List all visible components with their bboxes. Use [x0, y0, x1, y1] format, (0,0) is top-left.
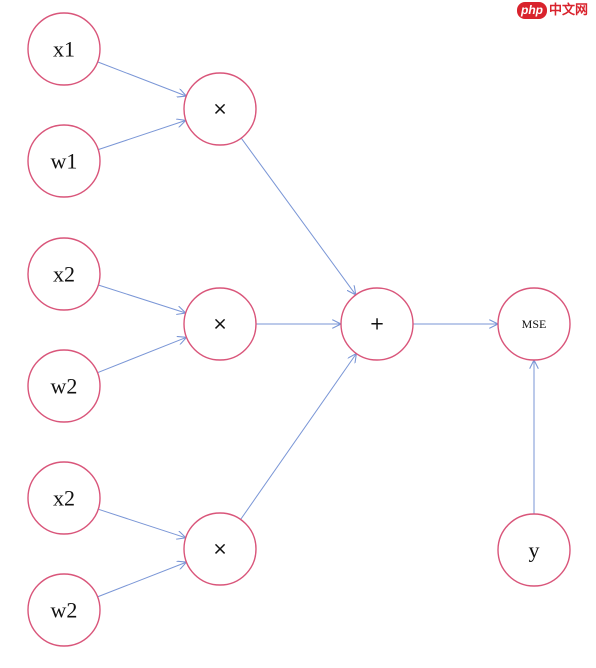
edge-mul3-to-add: [240, 354, 357, 520]
site-watermark: php 中文网: [516, 2, 588, 19]
node-label-add: +: [369, 314, 384, 335]
node-mul3: ×: [183, 512, 257, 586]
node-label-mul3: ×: [212, 539, 227, 560]
node-w2a: w2: [27, 349, 101, 423]
edges-layer: [97, 61, 535, 598]
edge-mul1-to-add: [240, 137, 356, 295]
node-circle-mul3: [183, 512, 257, 586]
edge-w2b-to-mul3: [97, 562, 187, 598]
node-w1: w1: [27, 124, 101, 198]
node-x2b: x2: [27, 461, 101, 535]
node-circle-w2a: [27, 349, 101, 423]
nodes-layer: x1 w1 x2 w2 x2 w2 × × × + MSE y: [27, 12, 571, 647]
node-label-x2a: x2: [53, 262, 75, 287]
node-label-w1: w1: [51, 149, 78, 174]
node-circle-w2b: [27, 573, 101, 647]
node-circle-x1: [27, 12, 101, 86]
node-add: +: [340, 287, 414, 361]
node-circle-add: [340, 287, 414, 361]
node-mul1: ×: [183, 72, 257, 146]
node-w2b: w2: [27, 573, 101, 647]
node-circle-x2b: [27, 461, 101, 535]
node-circle-x2a: [27, 237, 101, 311]
node-label-mul1: ×: [212, 99, 227, 120]
edge-x1-to-mul1: [97, 61, 187, 96]
node-circle-y: [497, 513, 571, 587]
edge-x2b-to-mul3: [98, 508, 186, 538]
edge-w2a-to-mul2: [97, 337, 187, 374]
node-x1: x1: [27, 12, 101, 86]
node-circle-mul2: [183, 287, 257, 361]
watermark-text: 中文网: [548, 2, 588, 18]
node-label-y: y: [529, 538, 540, 563]
watermark-logo: php: [516, 2, 547, 19]
node-y: y: [497, 513, 571, 587]
edge-w1-to-mul1: [98, 120, 186, 151]
node-label-x2b: x2: [53, 486, 75, 511]
node-circle-w1: [27, 124, 101, 198]
node-mul2: ×: [183, 287, 257, 361]
node-circle-mul1: [183, 72, 257, 146]
node-label-w2a: w2: [51, 374, 78, 399]
node-x2a: x2: [27, 237, 101, 311]
node-label-x1: x1: [53, 37, 75, 62]
node-label-mse: MSE: [522, 317, 547, 331]
node-label-mul2: ×: [212, 314, 227, 335]
node-circle-mse: [497, 287, 571, 361]
node-label-w2b: w2: [51, 598, 78, 623]
node-mse: MSE: [497, 287, 571, 361]
edge-x2a-to-mul2: [98, 284, 185, 313]
